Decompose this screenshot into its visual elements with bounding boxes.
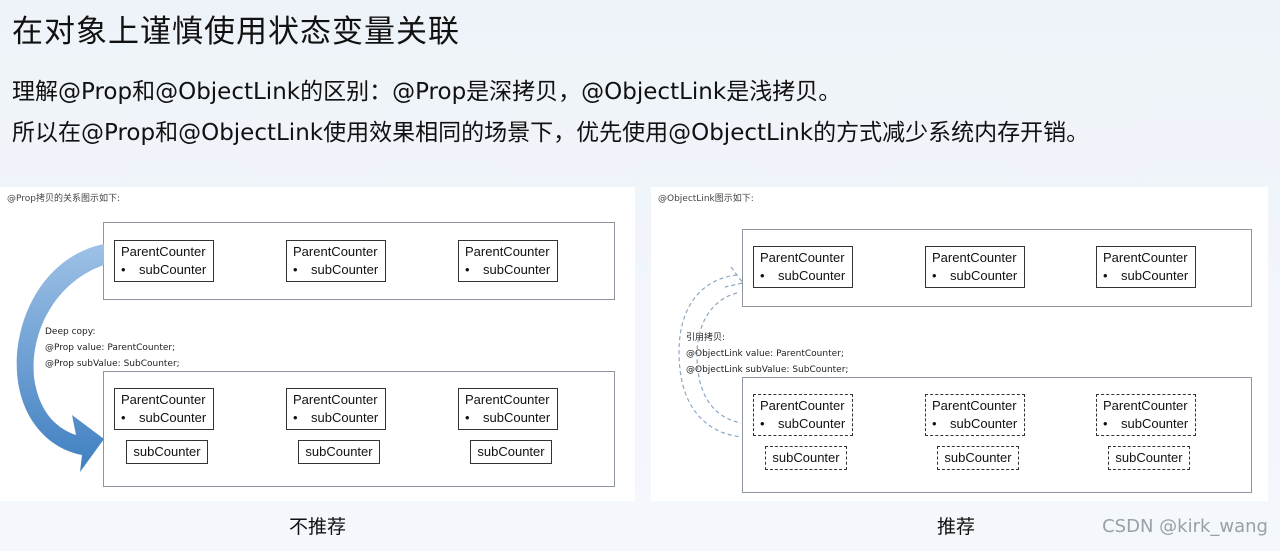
deep-copy-arrow [16, 244, 104, 472]
node-child: •subCounter [121, 262, 207, 277]
code-line: @ObjectLink subValue: SubCounter; [686, 365, 849, 375]
prop-copy-group: ParentCounter •subCounter ParentCounter … [103, 371, 615, 487]
sub-counter-node: subCounter [765, 446, 847, 470]
sub-counter-node: subCounter [470, 440, 552, 464]
objectlink-reference-group: ParentCounter •subCounter ParentCounter … [742, 377, 1252, 493]
recommended-label: 推荐 [937, 516, 976, 538]
node-name: ParentCounter [932, 250, 1017, 265]
node-name: ParentCounter [121, 244, 206, 259]
node-child: •subCounter [465, 262, 551, 277]
sub-counter-node: subCounter [1108, 446, 1190, 470]
node-name: ParentCounter [932, 398, 1017, 413]
parent-counter-node: ParentCounter •subCounter [925, 394, 1025, 436]
node-child: •subCounter [932, 416, 1018, 431]
node-child: •subCounter [293, 262, 379, 277]
node-child: •subCounter [293, 410, 379, 425]
node-name: ParentCounter [293, 244, 378, 259]
prop-diagram-panel: @Prop拷贝的关系图示如下: ParentCounter •subCounte… [0, 187, 635, 501]
node-name: ParentCounter [121, 392, 206, 407]
watermark: CSDN @kirk_wang [1102, 516, 1268, 537]
node-name: ParentCounter [1103, 398, 1188, 413]
code-line: 引用拷贝: [686, 333, 726, 343]
node-child: •subCounter [1103, 416, 1189, 431]
description-line-2: 所以在@Prop和@ObjectLink使用效果相同的场景下，优先使用@Obje… [12, 120, 1090, 146]
objectlink-source-group: ParentCounter •subCounter ParentCounter … [742, 229, 1252, 307]
prop-source-group: ParentCounter •subCounter ParentCounter … [103, 222, 615, 300]
parent-counter-node: ParentCounter •subCounter [114, 388, 214, 430]
objectlink-code-block: 引用拷贝: @ObjectLink value: ParentCounter; … [686, 330, 848, 378]
objectlink-diagram-caption: @ObjectLink图示如下: [658, 194, 754, 204]
parent-counter-node: ParentCounter •subCounter [753, 394, 853, 436]
node-name: ParentCounter [293, 392, 378, 407]
node-child: •subCounter [932, 268, 1018, 283]
parent-counter-node: ParentCounter •subCounter [753, 246, 853, 288]
not-recommended-label: 不推荐 [289, 516, 347, 538]
node-child: •subCounter [760, 416, 846, 431]
parent-counter-node: ParentCounter •subCounter [1096, 246, 1196, 288]
code-line: Deep copy: [45, 327, 96, 337]
node-child: •subCounter [465, 410, 551, 425]
node-child: •subCounter [760, 268, 846, 283]
page-title: 在对象上谨慎使用状态变量关联 [12, 14, 460, 50]
prop-diagram-caption: @Prop拷贝的关系图示如下: [7, 194, 121, 204]
prop-code-block: Deep copy: @Prop value: ParentCounter; @… [45, 324, 180, 372]
code-line: @ObjectLink value: ParentCounter; [686, 349, 844, 359]
sub-counter-node: subCounter [937, 446, 1019, 470]
node-name: ParentCounter [465, 392, 550, 407]
sub-counter-node: subCounter [126, 440, 208, 464]
parent-counter-node: ParentCounter •subCounter [458, 388, 558, 430]
parent-counter-node: ParentCounter •subCounter [114, 240, 214, 282]
code-line: @Prop subValue: SubCounter; [45, 359, 180, 369]
parent-counter-node: ParentCounter •subCounter [286, 388, 386, 430]
description-line-1: 理解@Prop和@ObjectLink的区别：@Prop是深拷贝，@Object… [12, 79, 842, 105]
parent-counter-node: ParentCounter •subCounter [925, 246, 1025, 288]
node-name: ParentCounter [465, 244, 550, 259]
sub-counter-node: subCounter [298, 440, 380, 464]
node-child: •subCounter [1103, 268, 1189, 283]
parent-counter-node: ParentCounter •subCounter [1096, 394, 1196, 436]
node-child: •subCounter [121, 410, 207, 425]
node-name: ParentCounter [1103, 250, 1188, 265]
node-name: ParentCounter [760, 398, 845, 413]
reference-arrow [678, 266, 745, 438]
node-name: ParentCounter [760, 250, 845, 265]
objectlink-diagram-panel: @ObjectLink图示如下: ParentCounter •subCount… [651, 187, 1268, 501]
parent-counter-node: ParentCounter •subCounter [286, 240, 386, 282]
code-line: @Prop value: ParentCounter; [45, 343, 176, 353]
parent-counter-node: ParentCounter •subCounter [458, 240, 558, 282]
